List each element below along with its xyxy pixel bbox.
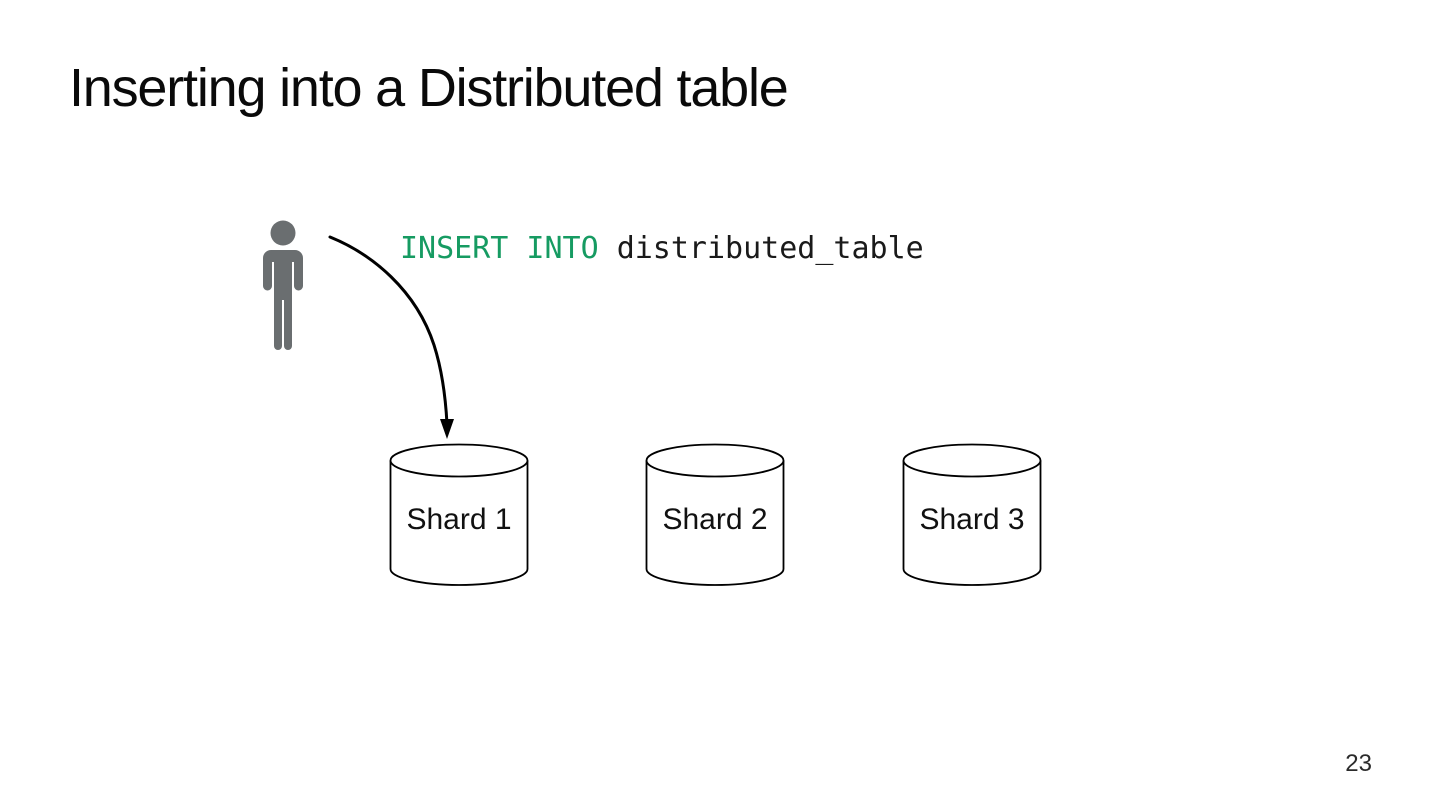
shard-label: Shard 1: [406, 503, 512, 536]
person-head: [270, 220, 296, 246]
query-text: INSERT INTO distributed_table: [400, 231, 924, 267]
database-cylinder-icon: [902, 443, 1042, 586]
query-table-name: distributed_table: [616, 231, 924, 266]
database-cylinder-icon: [389, 443, 529, 586]
shard-label: Shard 2: [662, 503, 768, 536]
shard-cylinder-1: Shard 1: [389, 443, 529, 587]
shard-cylinder-2: Shard 2: [645, 443, 785, 587]
slide-title: Inserting into a Distributed table: [69, 58, 789, 118]
shard-cylinder-3: Shard 3: [902, 443, 1042, 587]
page-number: 23: [1345, 750, 1372, 777]
insert-arrow-head: [440, 419, 454, 439]
query-keyword: INSERT INTO: [400, 231, 599, 266]
shard-label: Shard 3: [919, 503, 1025, 536]
person-body: [263, 250, 303, 350]
person-icon: [263, 220, 303, 350]
database-cylinder-icon: [645, 443, 785, 586]
